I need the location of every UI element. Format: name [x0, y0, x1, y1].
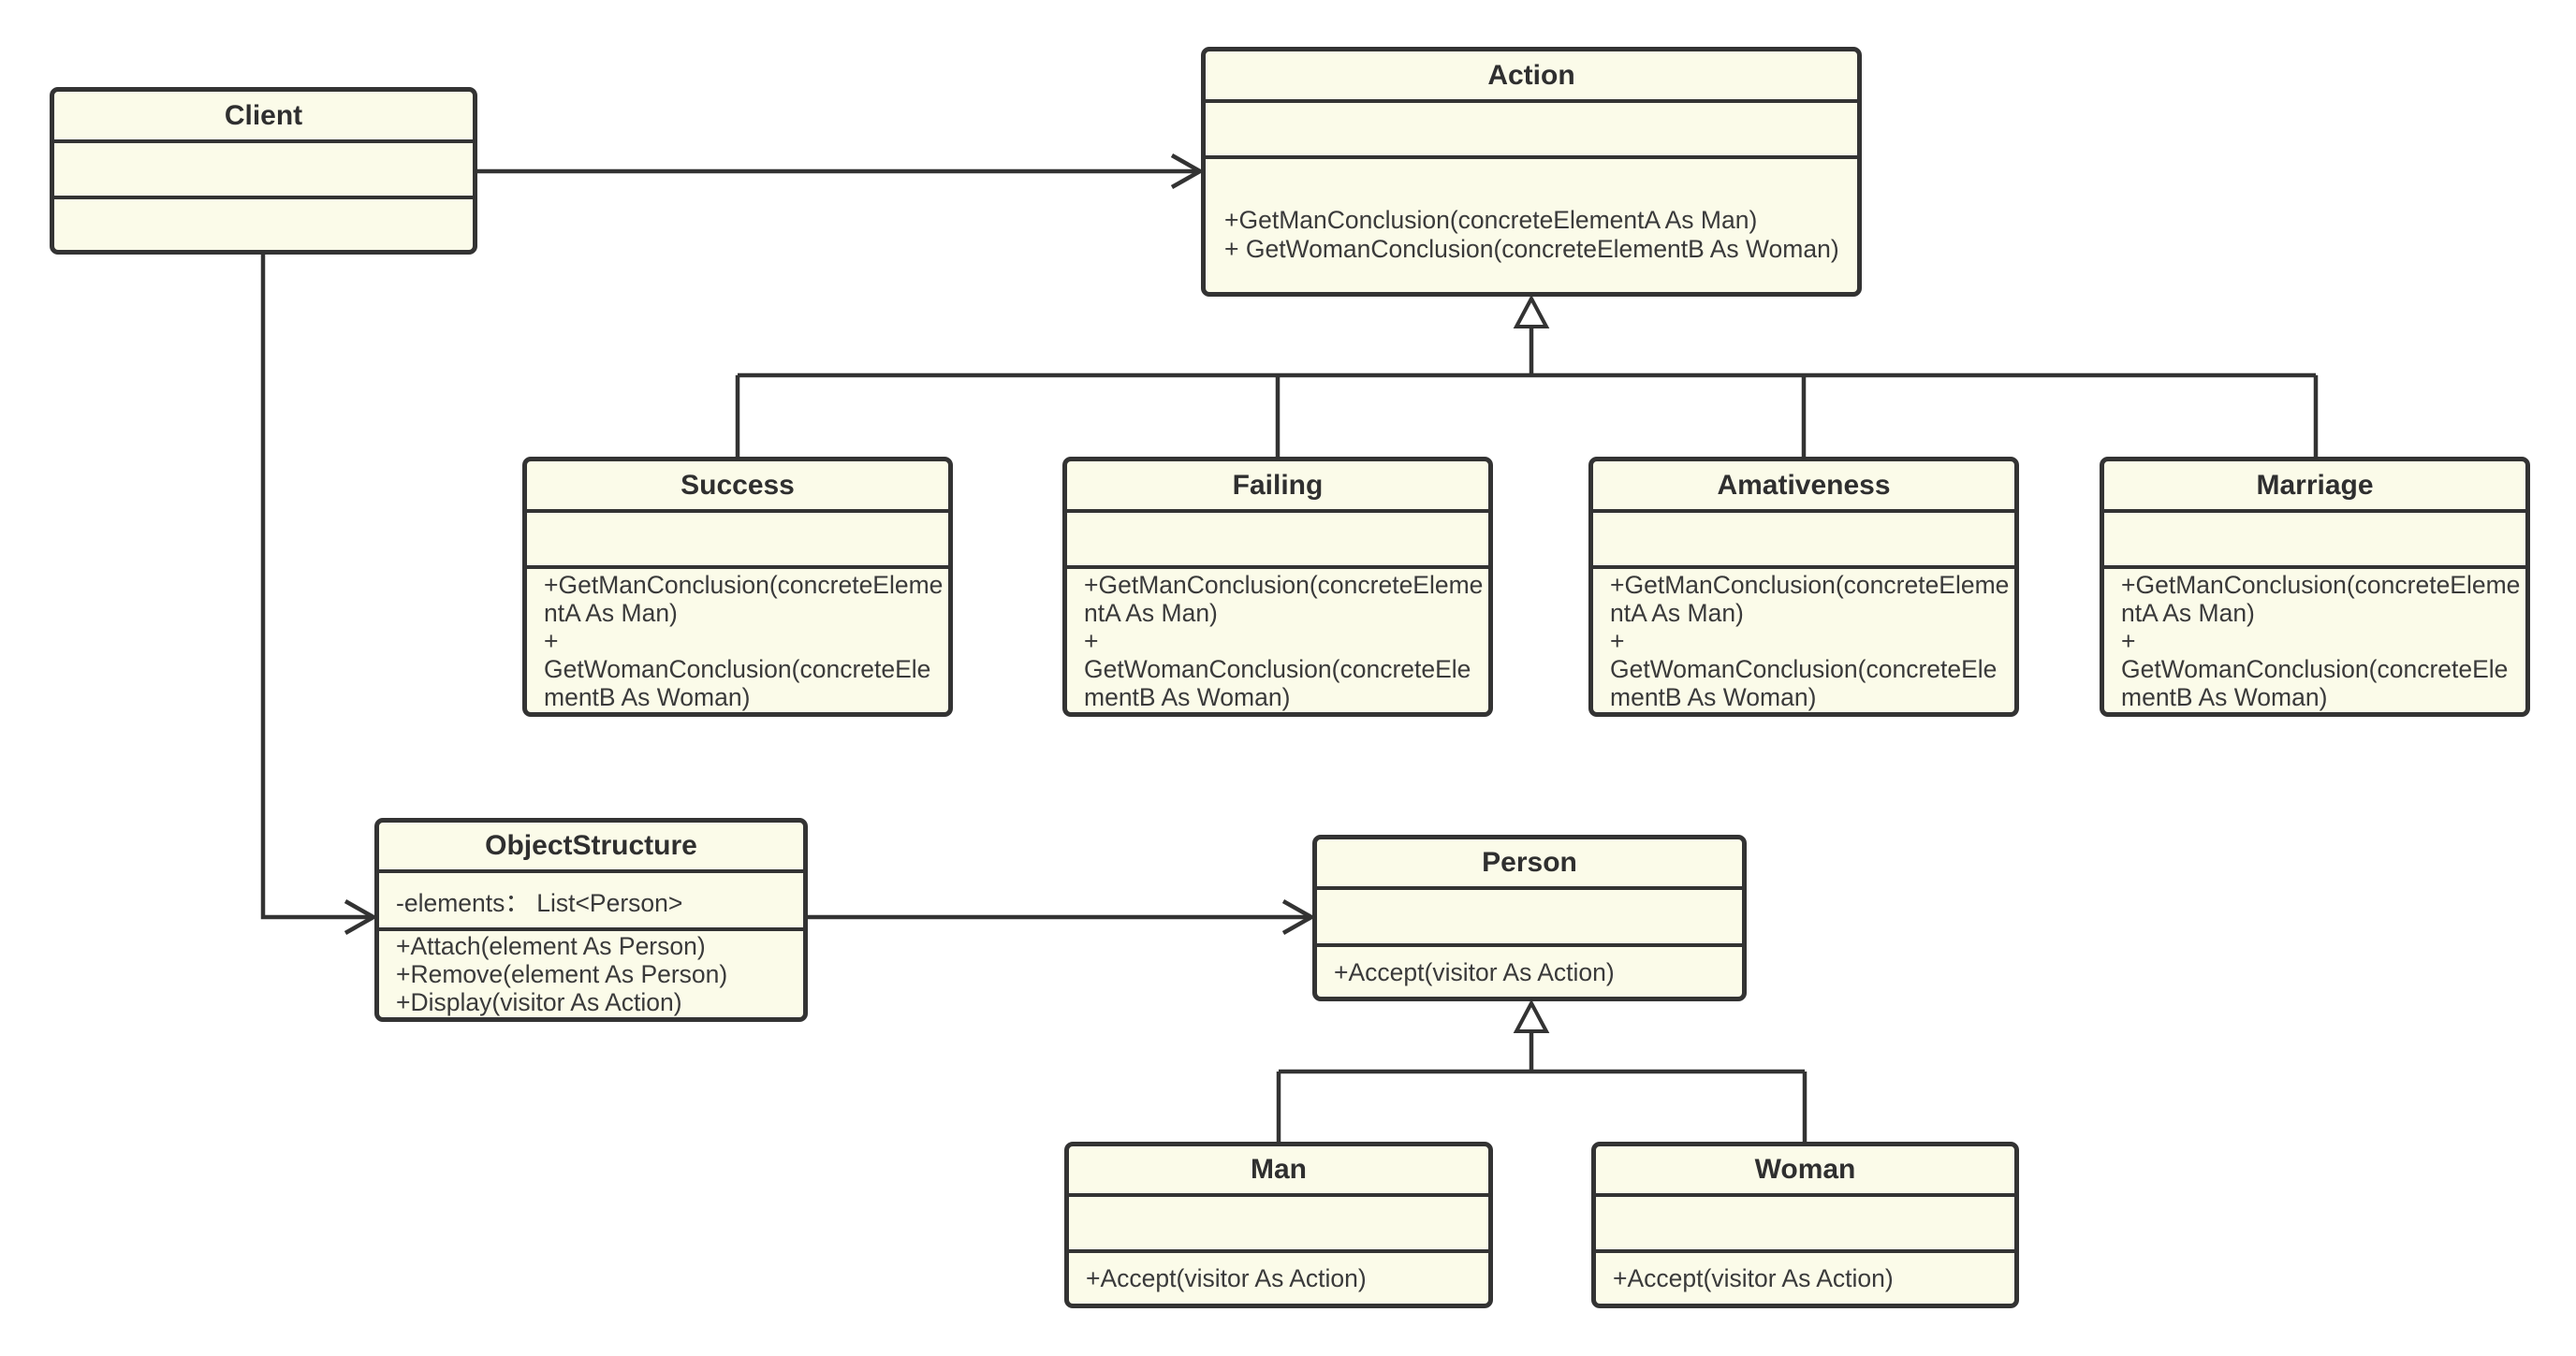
method-item: +Accept(visitor As Action) — [1613, 1264, 1894, 1292]
method-item: + GetWomanConclusion(concreteElementB As… — [1224, 235, 1839, 263]
method-item: +GetManConclusion(concreteElementA As Ma… — [1084, 571, 1484, 627]
class-box-marriage: Marriage +GetManConclusion(concreteEleme… — [2100, 457, 2530, 717]
class-title: Success — [527, 461, 948, 513]
association-client-objectstructure — [260, 253, 373, 920]
open-arrowhead-icon — [344, 899, 378, 935]
open-arrowhead-icon — [1170, 153, 1205, 189]
class-methods: +Attach(element As Person) +Remove(eleme… — [379, 931, 803, 1017]
class-attributes: -elements： List<Person> — [379, 873, 803, 931]
class-methods: +GetManConclusion(concreteElementA As Ma… — [1067, 569, 1488, 712]
method-item: + GetWomanConclusion(concreteElementB As… — [1610, 627, 1998, 711]
open-arrowhead-icon — [1281, 899, 1316, 935]
class-attributes — [2104, 513, 2525, 569]
class-methods: +GetManConclusion(concreteElementA As Ma… — [1206, 159, 1857, 292]
hollow-triangle-icon — [1513, 294, 1550, 328]
method-item: + GetWomanConclusion(concreteElementB As… — [1084, 627, 1471, 711]
class-attributes — [54, 143, 473, 199]
class-box-failing: Failing +GetManConclusion(concreteElemen… — [1062, 457, 1493, 717]
hollow-triangle-icon — [1513, 999, 1550, 1033]
class-title: Marriage — [2104, 461, 2525, 513]
method-item: +Attach(element As Person) — [396, 932, 706, 960]
method-item: + GetWomanConclusion(concreteElementB As… — [2121, 627, 2509, 711]
class-methods — [54, 199, 473, 250]
class-box-person: Person +Accept(visitor As Action) — [1312, 835, 1747, 1001]
class-title: Person — [1317, 839, 1742, 890]
class-methods: +Accept(visitor As Action) — [1069, 1253, 1488, 1304]
method-item: +Display(visitor As Action) — [396, 988, 682, 1016]
method-item: + GetWomanConclusion(concreteElementB As… — [544, 627, 931, 711]
class-box-objectstructure: ObjectStructure -elements： List<Person> … — [374, 818, 808, 1022]
class-attributes — [1317, 890, 1742, 947]
class-attributes — [1069, 1197, 1488, 1253]
class-methods: +Accept(visitor As Action) — [1317, 947, 1742, 997]
class-title: Failing — [1067, 461, 1488, 513]
class-box-amativeness: Amativeness +GetManConclusion(concreteEl… — [1588, 457, 2019, 717]
class-methods: +GetManConclusion(concreteElementA As Ma… — [1593, 569, 2014, 712]
class-attributes — [1206, 103, 1857, 159]
class-box-woman: Woman +Accept(visitor As Action) — [1591, 1142, 2019, 1308]
class-box-man: Man +Accept(visitor As Action) — [1064, 1142, 1493, 1308]
method-item: +GetManConclusion(concreteElementA As Ma… — [1610, 571, 2010, 627]
class-title: Man — [1069, 1146, 1488, 1197]
class-box-action: Action +GetManConclusion(concreteElement… — [1201, 47, 1862, 297]
class-methods: +Accept(visitor As Action) — [1596, 1253, 2014, 1304]
method-item: +GetManConclusion(concreteElementA As Ma… — [2121, 571, 2521, 627]
method-item: +Accept(visitor As Action) — [1086, 1264, 1367, 1292]
attribute-item: -elements： List<Person> — [396, 888, 683, 917]
class-methods: +GetManConclusion(concreteElementA As Ma… — [527, 569, 948, 712]
class-title: Action — [1206, 51, 1857, 103]
class-title: Client — [54, 92, 473, 143]
method-item: +GetManConclusion(concreteElementA As Ma… — [1224, 206, 1758, 234]
class-methods: +GetManConclusion(concreteElementA As Ma… — [2104, 569, 2525, 712]
class-title: Amativeness — [1593, 461, 2014, 513]
class-attributes — [1596, 1197, 2014, 1253]
class-attributes — [1593, 513, 2014, 569]
method-item: +Remove(element As Person) — [396, 960, 728, 988]
class-attributes — [1067, 513, 1488, 569]
method-item: +Accept(visitor As Action) — [1334, 958, 1615, 986]
class-title: ObjectStructure — [379, 823, 803, 873]
class-box-success: Success +GetManConclusion(concreteElemen… — [522, 457, 953, 717]
method-item: +GetManConclusion(concreteElementA As Ma… — [544, 571, 944, 627]
class-attributes — [527, 513, 948, 569]
class-title: Woman — [1596, 1146, 2014, 1197]
class-box-client: Client — [50, 87, 477, 255]
